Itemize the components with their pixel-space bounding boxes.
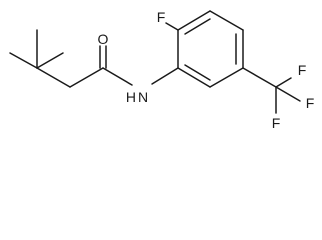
bond-cf3-to-f-top	[275, 77, 292, 88]
skeletal-bonds	[9, 29, 179, 88]
ring-fluorine-label: F	[157, 9, 166, 25]
atom-labels: O N H F F F F	[98, 9, 315, 131]
bond-carbonyl-to-nitrogen	[102, 67, 133, 86]
bond-quaternary-to-methyl-right	[36, 52, 64, 69]
ring-bond-3	[209, 10, 244, 31]
cf3-fluorine-top-label: F	[298, 62, 307, 78]
bond-ring-to-fluorine	[165, 22, 179, 31]
cf3-fluorine-right-label: F	[306, 95, 315, 111]
nitrogen-label: N	[138, 89, 148, 105]
ring-bond-5	[209, 67, 244, 88]
ring-bond-2	[177, 10, 211, 31]
ring-substituents	[165, 22, 301, 114]
ring-bond-6	[177, 67, 211, 88]
hydrogen-label: H	[126, 89, 136, 105]
bond-ring-to-cf3-carbon	[242, 67, 277, 88]
benzene-ring	[177, 10, 244, 88]
ring-inner-double-bottom	[184, 64, 211, 81]
bond-methylene-to-carbonyl	[69, 67, 104, 88]
ring-inner-double-top	[184, 18, 211, 35]
cf3-fluorine-bottom-label: F	[272, 115, 281, 131]
bond-cf3-to-f-right	[275, 86, 301, 102]
bond-quaternary-to-methylene	[36, 67, 71, 88]
molecule-structure: O N H F F F F	[9, 9, 315, 131]
bond-nitrogen-to-ring	[151, 67, 179, 85]
bond-quaternary-to-methyl-left	[9, 52, 38, 69]
oxygen-label: O	[98, 31, 109, 47]
